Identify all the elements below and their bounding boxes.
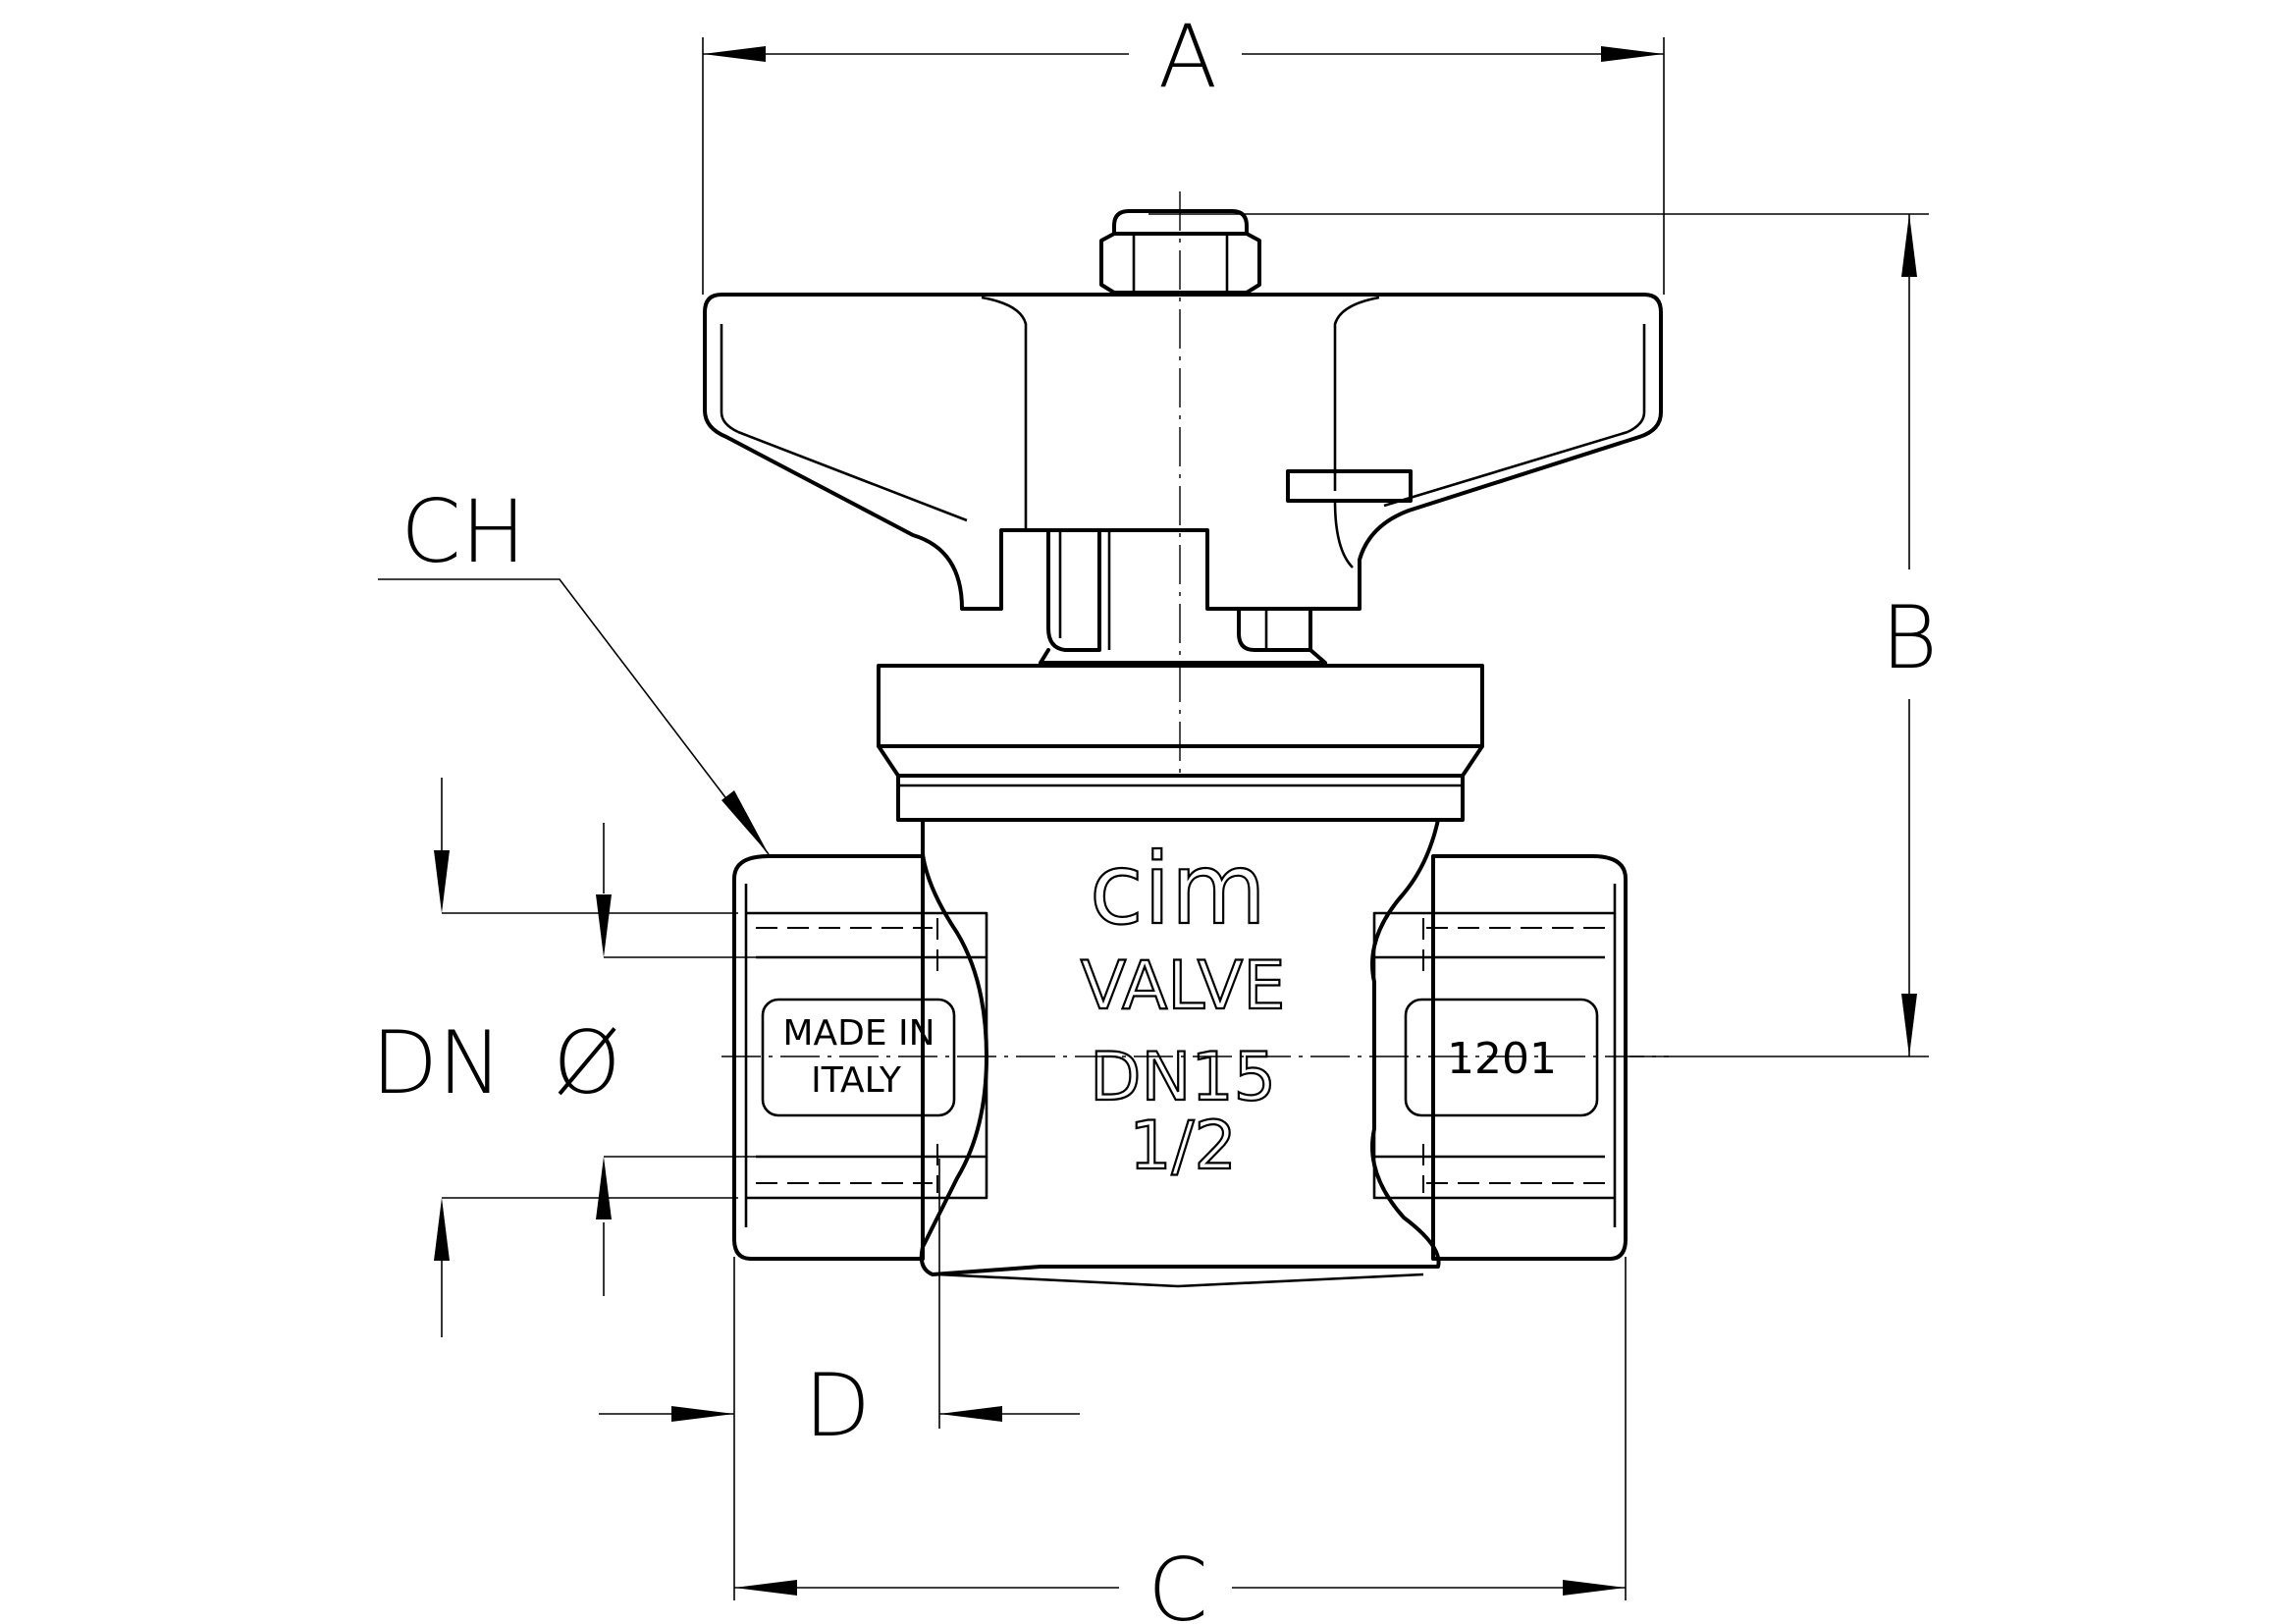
dimension-d-label: D: [804, 1355, 871, 1456]
valve-body: [732, 818, 1628, 1288]
left-plate-line1: MADE IN: [782, 1013, 934, 1054]
dimension-ch-label: CH: [400, 481, 526, 582]
dimension-diameter: Ø: [553, 823, 982, 1296]
brand-logo: cim: [1090, 832, 1266, 947]
valve-stem: [1046, 528, 1101, 652]
handle-bar: [703, 293, 1663, 611]
body-markings: cim VALVE DN15 1/2: [1080, 831, 1287, 1186]
dimension-a: A: [702, 6, 1665, 295]
marking-size: 1/2: [1129, 1108, 1236, 1185]
left-plate-line2: ITALY: [811, 1060, 902, 1101]
left-plate: MADE IN ITALY: [761, 998, 956, 1117]
dimension-b-label: B: [1881, 587, 1938, 688]
dimension-a-label: A: [1158, 6, 1217, 107]
marking-dn: DN15: [1090, 1039, 1276, 1116]
valve-bonnet: [877, 664, 1484, 822]
valve-handle: [703, 209, 1663, 665]
dimension-c-label: C: [1148, 1540, 1207, 1624]
dimension-d: D: [599, 1159, 1080, 1456]
dimension-ch: CH: [378, 481, 770, 855]
dimension-b: B: [1148, 213, 1938, 1057]
marking-valve: VALVE: [1081, 947, 1286, 1025]
dimension-c: C: [733, 1257, 1627, 1624]
right-plate: 1201: [1404, 998, 1599, 1117]
dimension-dn: DN: [371, 778, 738, 1337]
right-hex-end: [1431, 854, 1628, 1261]
dimension-diameter-label: Ø: [553, 1012, 620, 1113]
central-body: [919, 818, 1441, 1276]
left-hex-end: [732, 854, 925, 1261]
right-plate-code: 1201: [1447, 1034, 1557, 1084]
handle-nut: [1112, 209, 1249, 236]
dimension-dn-label: DN: [371, 1012, 503, 1113]
